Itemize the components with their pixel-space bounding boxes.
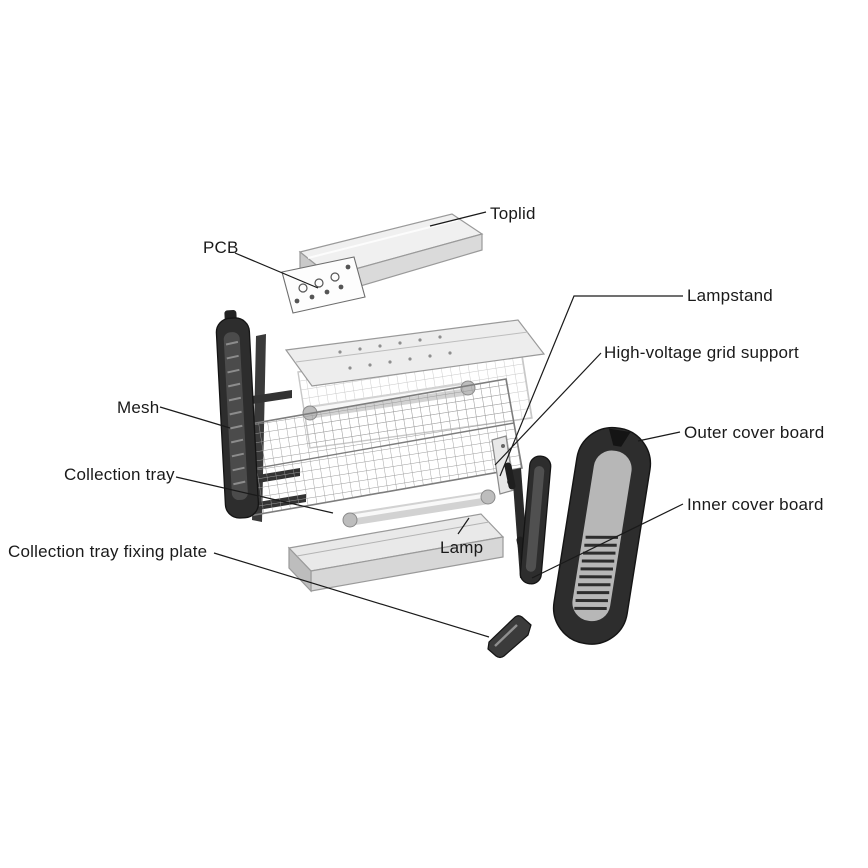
leader-pcb bbox=[234, 252, 319, 289]
leader-collection-tray bbox=[175, 476, 334, 514]
pcb-holes bbox=[298, 272, 340, 293]
side-cover-vents bbox=[225, 340, 246, 486]
leader-mesh bbox=[159, 406, 231, 429]
leader-inner-cover bbox=[531, 503, 684, 579]
pcb-dots bbox=[294, 264, 351, 304]
collection-tray-part bbox=[287, 513, 505, 593]
left-side-cover-part bbox=[215, 310, 260, 519]
leader-lines bbox=[159, 211, 684, 638]
label-lamp: Lamp bbox=[440, 538, 484, 557]
leader-lampstand bbox=[499, 295, 683, 477]
label-pcb: PCB bbox=[203, 238, 239, 257]
outer-cover-board-part bbox=[552, 426, 652, 645]
leader-toplid bbox=[429, 211, 487, 227]
leader-lamp bbox=[457, 517, 470, 535]
leader-hv-grid-support bbox=[494, 352, 602, 466]
pcb-part bbox=[281, 256, 366, 314]
inner-cover-board-part bbox=[519, 455, 552, 585]
outer-cover-vents bbox=[574, 535, 618, 610]
label-hv-grid-support: High-voltage grid support bbox=[604, 343, 799, 362]
lower-lamp-part bbox=[342, 489, 496, 528]
fixing-plate-part bbox=[487, 615, 532, 659]
plate-holes bbox=[338, 335, 452, 370]
chassis-top-plate-part bbox=[284, 319, 546, 387]
label-collection-tray: Collection tray bbox=[64, 465, 175, 484]
leader-fixing-plate bbox=[213, 552, 490, 638]
leader-outer-cover bbox=[637, 431, 681, 442]
label-inner-cover-board: Inner cover board bbox=[687, 495, 824, 514]
label-toplid: Toplid bbox=[490, 204, 536, 223]
label-outer-cover-board: Outer cover board bbox=[684, 423, 825, 442]
label-fixing-plate: Collection tray fixing plate bbox=[8, 542, 208, 561]
label-lampstand: Lampstand bbox=[687, 286, 773, 305]
label-mesh: Mesh bbox=[117, 398, 160, 417]
